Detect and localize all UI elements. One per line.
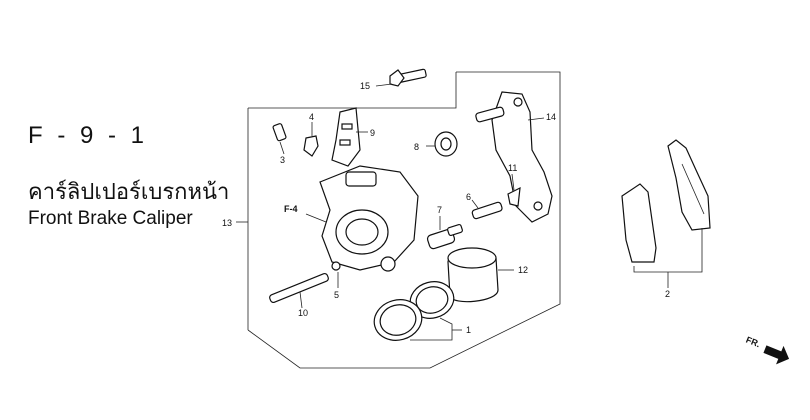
title-thai: คาร์ลิปเปอร์เบรกหน้า bbox=[28, 179, 230, 204]
title-english: Front Brake Caliper bbox=[28, 208, 193, 229]
callout-2: 2 bbox=[665, 289, 670, 299]
part-4-clip bbox=[303, 122, 319, 157]
arrow-right-icon bbox=[763, 345, 790, 365]
part-14-caliper-bracket bbox=[475, 91, 553, 223]
callout-14: 14 bbox=[546, 112, 556, 122]
callout-11: 11 bbox=[508, 163, 517, 173]
direction-label: FR. bbox=[744, 335, 761, 350]
callout-5: 5 bbox=[334, 290, 339, 300]
part-11-clip bbox=[507, 173, 521, 207]
part-1-seals bbox=[373, 281, 462, 341]
part-3-bleeder bbox=[272, 123, 287, 155]
part-10-pin bbox=[269, 272, 329, 309]
section-code: F - 9 - 1 bbox=[28, 122, 149, 149]
part-7-pin-bolt bbox=[426, 216, 463, 250]
callout-1: 1 bbox=[466, 325, 471, 335]
callout-3: 3 bbox=[280, 155, 285, 165]
part-12-piston bbox=[447, 247, 514, 303]
callout-15: 15 bbox=[360, 81, 370, 91]
assembly-bracket-outline bbox=[236, 71, 561, 369]
callout-12: 12 bbox=[518, 265, 528, 275]
part-6-pin-bolt bbox=[471, 199, 503, 220]
callout-4: 4 bbox=[309, 112, 314, 122]
callout-8: 8 bbox=[414, 142, 419, 152]
part-5-washer bbox=[331, 261, 341, 288]
callout-13: 13 bbox=[222, 218, 232, 228]
callout-7: 7 bbox=[437, 205, 442, 215]
part-2-brake-pads bbox=[621, 139, 711, 288]
part-9-pad-spring bbox=[331, 107, 368, 167]
reference-arrow bbox=[305, 213, 327, 223]
front-direction-indicator bbox=[763, 345, 790, 365]
part-15-bolt bbox=[375, 68, 427, 87]
callout-10: 10 bbox=[298, 308, 308, 318]
callout-6: 6 bbox=[466, 192, 471, 202]
part-8-boot bbox=[426, 131, 458, 157]
callout-9: 9 bbox=[370, 128, 375, 138]
reference-label: F-4 bbox=[284, 204, 298, 214]
caliper-body bbox=[319, 165, 419, 272]
